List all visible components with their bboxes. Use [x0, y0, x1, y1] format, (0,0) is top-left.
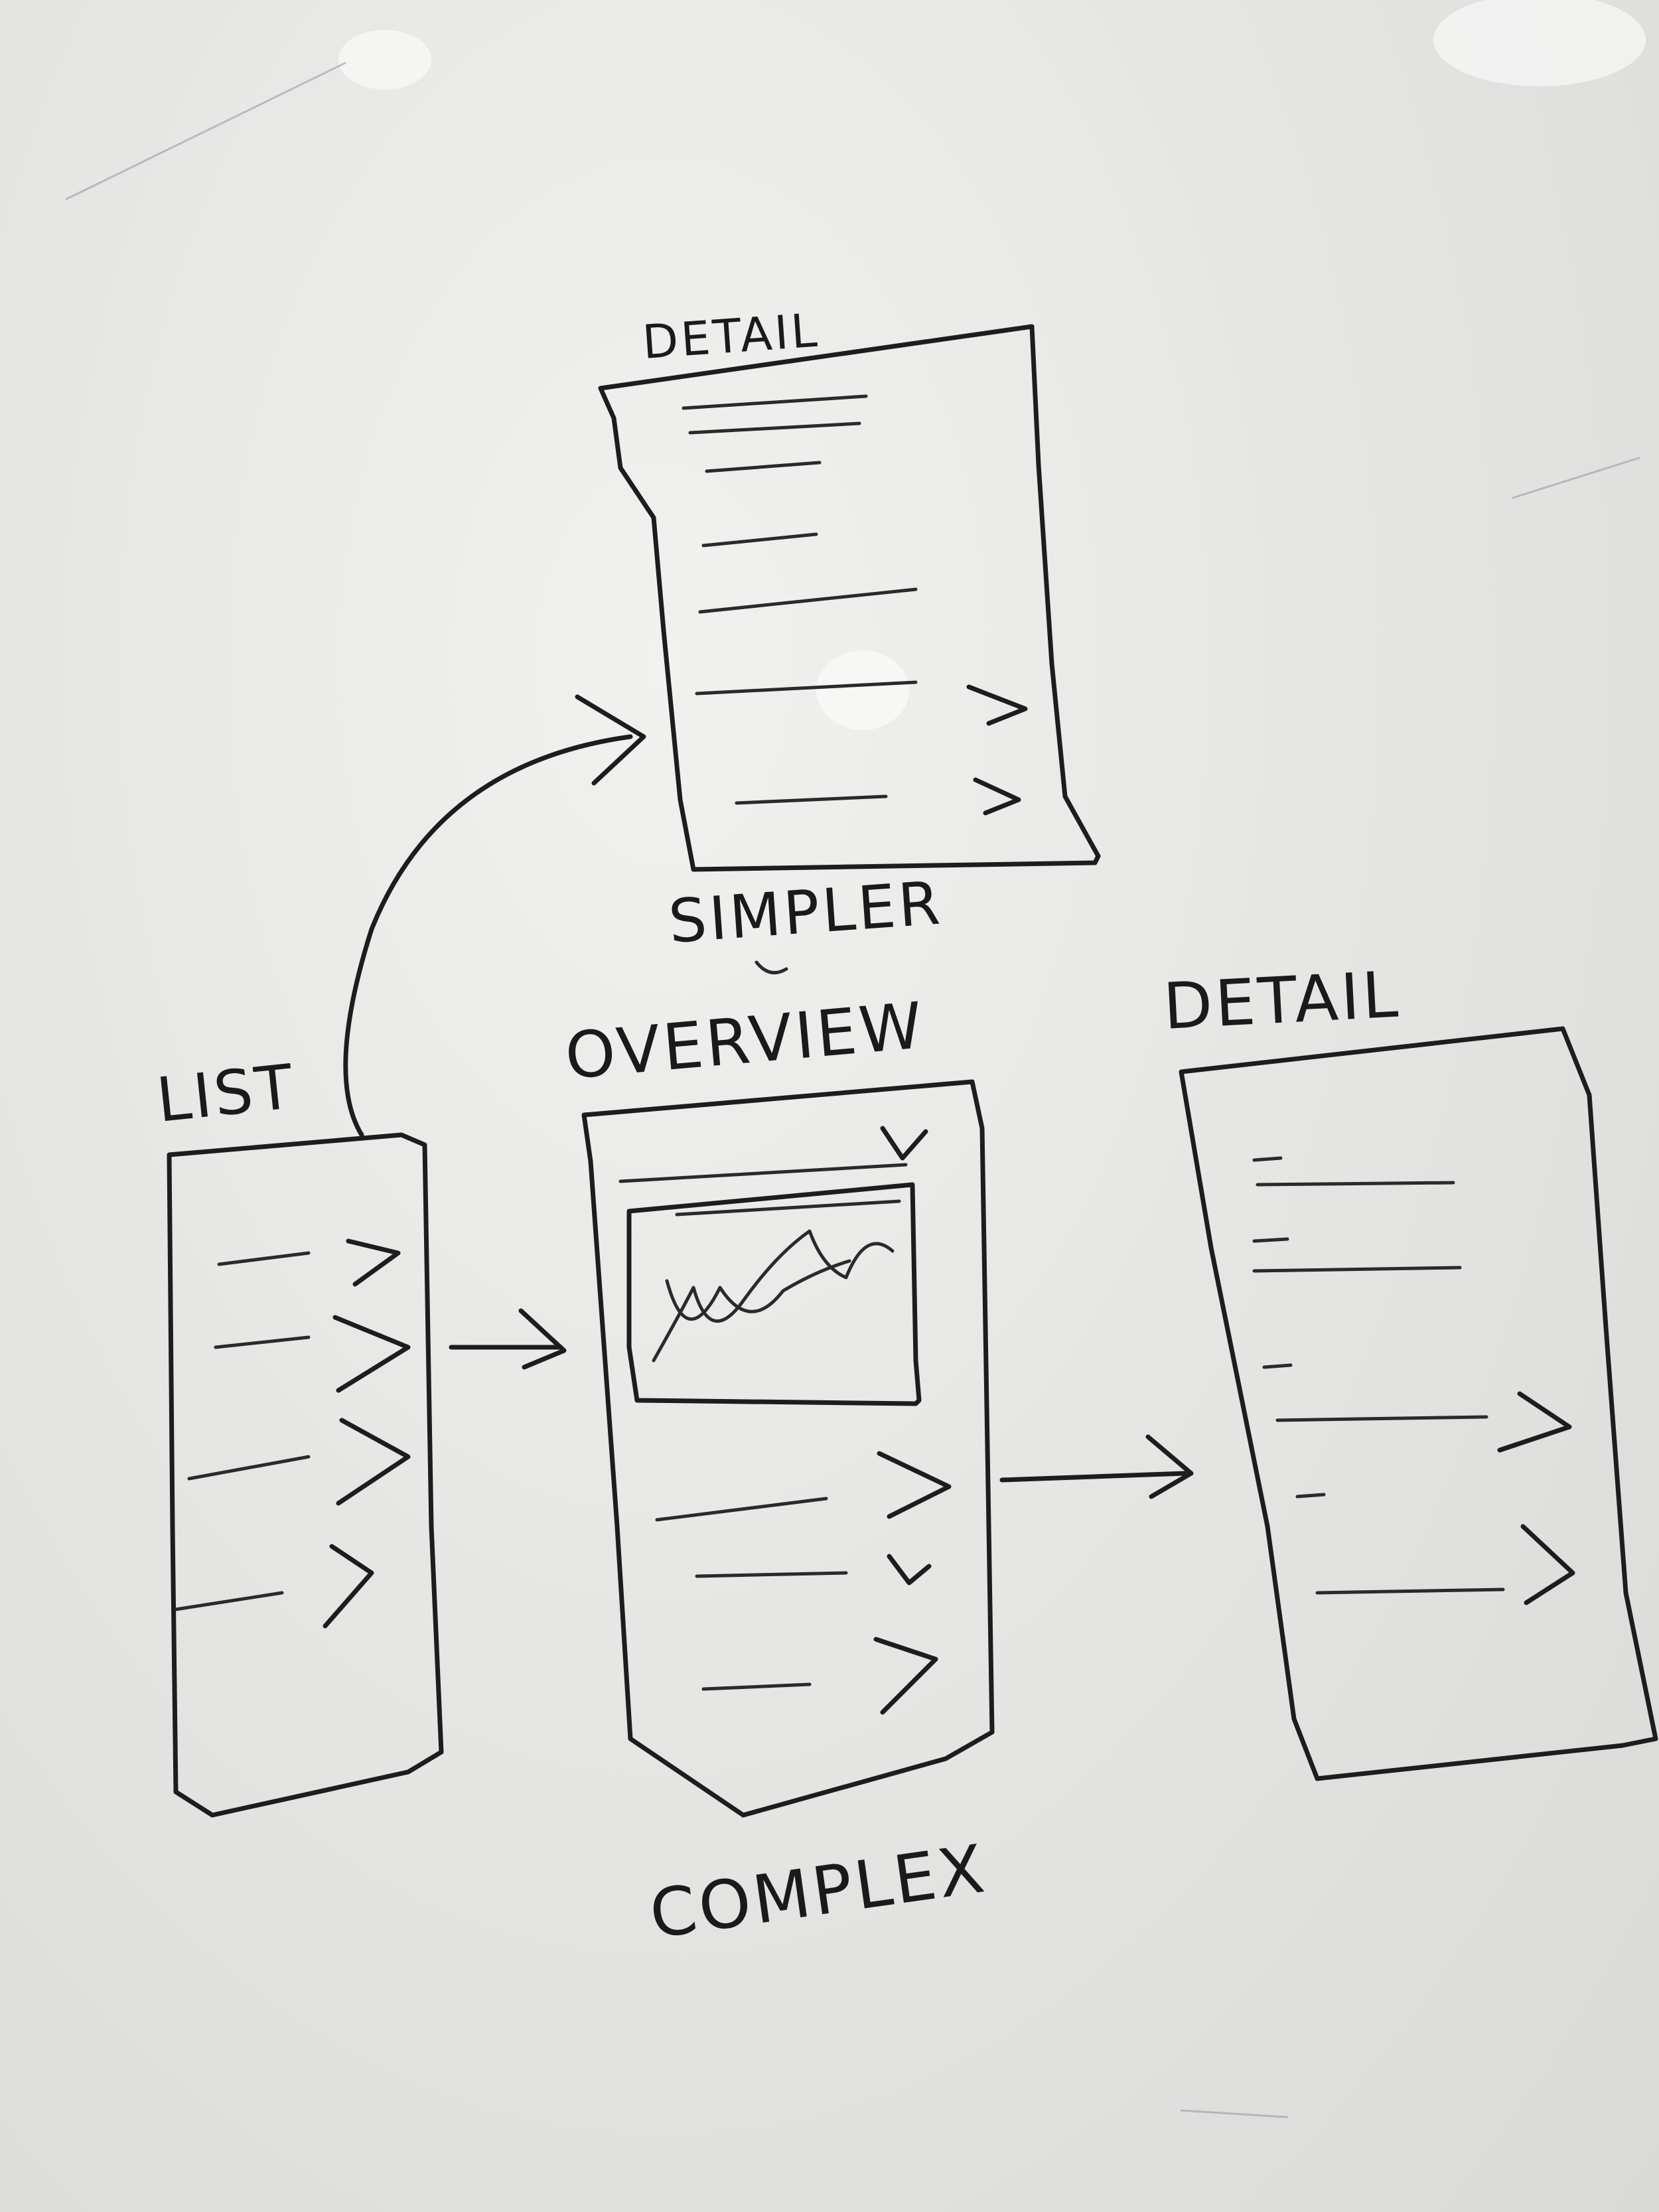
right-detail-line	[1252, 1266, 1462, 1273]
arrow-right-icon	[999, 1471, 1187, 1483]
overview-row-line	[701, 1682, 812, 1691]
arrow-right-icon	[1145, 1434, 1194, 1499]
chevron-right-icon	[1497, 1391, 1572, 1453]
top-detail-line	[698, 587, 918, 614]
chevron-down-icon	[880, 1126, 928, 1161]
chevron-right-icon	[332, 1315, 411, 1393]
chevron-down-icon	[887, 1554, 932, 1585]
smudge-mark	[65, 62, 346, 200]
top-detail-label: DETAIL	[640, 303, 821, 370]
right-detail-line	[1256, 1181, 1455, 1187]
list-row-line	[187, 1455, 311, 1481]
right-detail-line	[1252, 1237, 1289, 1243]
chevron-right-icon	[346, 1238, 401, 1287]
right-detail-line	[1262, 1363, 1293, 1369]
light-glare	[338, 30, 431, 90]
list-frame	[167, 1132, 444, 1818]
list-row-line	[174, 1591, 284, 1611]
list-row-line	[217, 1251, 311, 1266]
line-chart-icon	[652, 1229, 895, 1363]
overview-chart-inner-border	[675, 1199, 901, 1217]
light-glare	[816, 650, 909, 730]
top-detail-line	[705, 461, 822, 473]
overview-screen	[581, 1079, 995, 1818]
top-detail-line	[701, 532, 818, 548]
light-glare	[1433, 0, 1646, 86]
chevron-right-icon	[323, 1544, 374, 1629]
right-detail-line	[1295, 1493, 1326, 1499]
simpler-overview-divider	[755, 960, 788, 975]
list-row-line	[214, 1335, 311, 1349]
chevron-right-icon	[973, 777, 1021, 816]
overview-row-line	[695, 1571, 848, 1578]
right-detail-frame	[1179, 1026, 1658, 1781]
right-detail-label: DETAIL	[1161, 957, 1402, 1044]
chevron-right-icon	[966, 684, 1028, 726]
arrow-right-icon	[518, 1308, 567, 1370]
smudge-mark	[1180, 2109, 1289, 2118]
overview-label: OVERVIEW	[562, 988, 928, 1094]
chevron-right-icon	[873, 1637, 938, 1715]
top-detail-frame	[598, 324, 1101, 872]
chevron-right-icon	[877, 1451, 952, 1519]
top-detail-line	[695, 680, 918, 696]
top-detail-line	[735, 794, 888, 805]
list-label: LIST	[153, 1051, 299, 1136]
smudge-mark	[1512, 457, 1640, 499]
right-detail-screen	[1179, 1026, 1658, 1781]
chevron-right-icon	[336, 1418, 411, 1506]
overview-chart-card	[626, 1182, 922, 1406]
chevron-right-icon	[1520, 1524, 1575, 1605]
overview-frame	[581, 1079, 995, 1818]
overview-row-line	[655, 1497, 828, 1522]
top-detail-screen	[598, 324, 1101, 872]
complex-label: COMPLEX	[645, 1830, 991, 1954]
right-detail-line	[1315, 1587, 1505, 1595]
overview-chart-top-border	[618, 1163, 908, 1183]
top-detail-line	[682, 394, 868, 410]
arrow-right-icon	[575, 694, 646, 786]
right-detail-line	[1252, 1156, 1283, 1162]
simpler-label: SIMPLER	[666, 868, 944, 957]
top-detail-line	[688, 421, 861, 435]
list-screen	[167, 1132, 444, 1818]
line-chart-icon	[665, 1259, 851, 1321]
arrow-right-icon	[343, 734, 633, 1138]
right-detail-line	[1275, 1415, 1488, 1422]
